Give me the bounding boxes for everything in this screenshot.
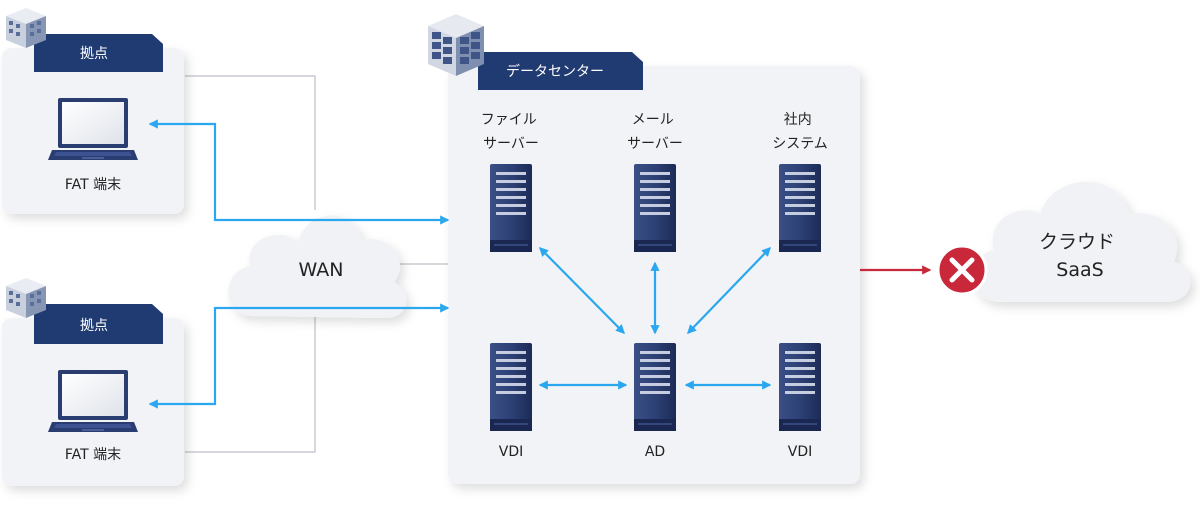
site-tab-2 (34, 304, 163, 344)
site1-dc-arrow (148, 119, 450, 225)
datacenter-building-icon (428, 14, 484, 76)
site2-dc-arrow (148, 303, 450, 409)
building-icon (6, 8, 46, 48)
file-server-icon (490, 164, 532, 252)
internal-system-label: 社内 システム (772, 112, 828, 152)
datacenter-panel: データセンター ファイル サーバー メール サーバー 社内 システム VDI A… (428, 14, 860, 484)
vdi-server-icon-right (779, 343, 821, 431)
mail-server-label-line1: メール (632, 112, 674, 128)
internal-system-label-line1: 社内 (784, 112, 812, 128)
file-server-label: ファイル サーバー (481, 112, 541, 152)
cloud-label-line1: クラウド (1039, 231, 1115, 253)
datacenter-tab (478, 52, 643, 90)
blocked-x-icon (936, 244, 988, 296)
saas-cloud: クラウド SaaS (972, 181, 1191, 302)
cloud-label-line2: SaaS (1056, 259, 1103, 281)
vdi-server-icon-left (490, 343, 532, 431)
site-tab-label: 拠点 (80, 46, 108, 62)
site-panel-1: 拠点 FAT 端末 (2, 8, 184, 214)
system-ad-arrow (687, 247, 771, 334)
vdi-right-label: VDI (788, 444, 813, 460)
site2-wan-link (185, 305, 316, 453)
site-tab-1 (34, 34, 163, 72)
datacenter-tab-label: データセンター (506, 63, 604, 80)
building-icon (6, 278, 46, 318)
blue-arrows (148, 119, 772, 409)
wan-cloud: WAN (228, 215, 407, 318)
site1-wan-link (185, 75, 316, 210)
laptop-icon (48, 98, 138, 160)
file-server-label-line1: ファイル (481, 112, 537, 128)
site-panel-2: 拠点 FAT 端末 (2, 278, 184, 486)
file-ad-arrow (539, 247, 625, 334)
internal-system-server-icon (779, 164, 821, 252)
file-server-label-line2: サーバー (483, 136, 539, 152)
device-label: FAT 端末 (65, 177, 121, 193)
ad-server-icon (634, 343, 676, 431)
site-tab-label: 拠点 (80, 318, 108, 334)
mail-server-label-line2: サーバー (627, 136, 683, 152)
device-label: FAT 端末 (65, 447, 121, 463)
mail-server-label: メール サーバー (627, 112, 683, 152)
ad-label: AD (645, 444, 665, 460)
internal-system-label-line2: システム (772, 136, 828, 152)
wan-label: WAN (299, 259, 344, 281)
mail-server-icon (634, 164, 676, 252)
laptop-icon (48, 370, 138, 432)
cloud-label: クラウド SaaS (1039, 231, 1121, 281)
vdi-left-label: VDI (499, 444, 524, 460)
